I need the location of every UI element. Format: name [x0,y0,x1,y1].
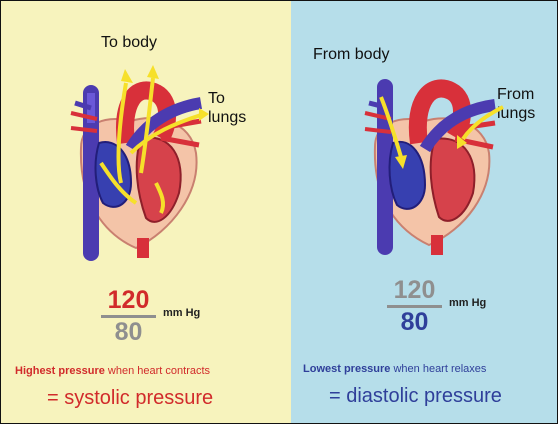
systole-caption: Highest pressure when heart contracts [15,365,210,377]
heart-diastole-illustration [353,57,513,257]
unit-label: mm Hg [449,297,486,309]
systole-panel: To body To lungs [1,1,291,423]
systolic-term: = systolic pressure [47,387,213,410]
systolic-number: 120 [101,287,156,314]
to-body-label: To body [101,33,157,52]
unit-label: mm Hg [163,307,200,319]
diastolic-number-muted: 80 [101,319,156,346]
diastolic-number: 80 [387,309,442,336]
diastole-panel: From body From lungs 120 80 mm Hg [291,1,557,423]
caption-rest: when heart relaxes [390,363,486,375]
diastole-caption: Lowest pressure when heart relaxes [303,363,486,375]
caption-bold: Lowest pressure [303,363,390,375]
systolic-fraction: 120 80 [101,287,156,346]
diastolic-term: = diastolic pressure [329,385,502,408]
diastolic-fraction: 120 80 [387,277,442,336]
caption-rest: when heart contracts [105,365,210,377]
systolic-number-muted: 120 [387,277,442,304]
heart-systole-illustration [61,53,221,263]
caption-bold: Highest pressure [15,365,105,377]
